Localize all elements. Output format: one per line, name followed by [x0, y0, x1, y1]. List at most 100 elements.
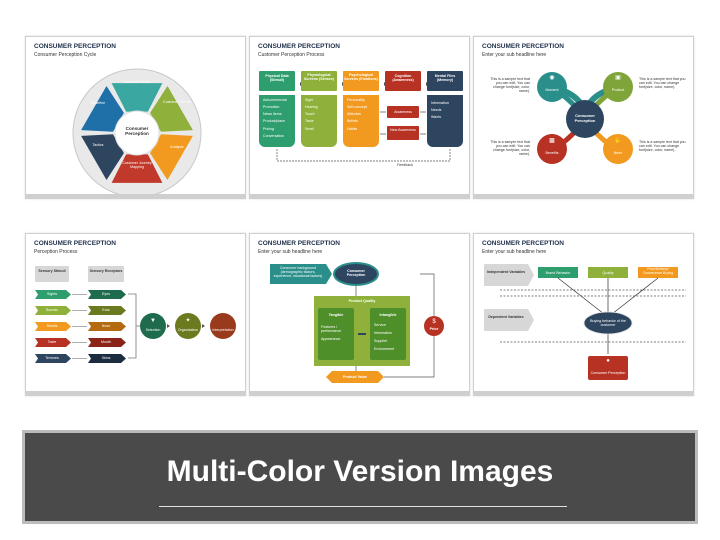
var-price: Price/Delivery/ Convenience Buying	[642, 267, 674, 275]
list-item: Information	[431, 101, 449, 105]
banner-underline	[159, 506, 567, 507]
cycle-segment	[81, 86, 124, 132]
slide-subtitle: Customer Perception Process	[258, 52, 325, 58]
camera-icon: ◉	[549, 75, 555, 81]
network-icon: ✦	[185, 318, 191, 324]
list-item: Attitudes	[347, 112, 361, 117]
header-label: Psychological Screens (Emotions)	[344, 73, 378, 82]
cognition-label: Awareness	[394, 110, 412, 114]
senses-flow	[35, 290, 236, 363]
segment-label-1: Customer Survey	[163, 100, 191, 104]
thumbnail-perception-process[interactable]: CONSUMER PERCEPTION Customer Perception …	[249, 36, 470, 199]
list-item: Needs	[431, 108, 442, 113]
multi-color-banner: Multi-Color Version Images	[22, 430, 698, 524]
thumbnail-perception-senses[interactable]: CONSUMER PERCEPTION Perception Process S…	[25, 233, 246, 396]
cognition-new-awareness	[387, 126, 419, 140]
slide-footer-bar	[250, 194, 469, 198]
cycle-segment	[150, 86, 193, 132]
header-label: Mental Files (Memory)	[434, 74, 456, 83]
chart-icon: ▩	[549, 138, 555, 144]
list-item: Beliefs	[347, 119, 358, 124]
header-receptors	[88, 266, 124, 282]
top-node: Consumer Perception	[346, 269, 366, 278]
intangible-label: Intangible	[379, 313, 397, 317]
list-psychological	[343, 95, 379, 147]
perception-cycle-diagram	[72, 68, 202, 198]
slide-title: CONSUMER PERCEPTION	[482, 240, 564, 247]
list-item: Sight	[305, 98, 314, 102]
header-physiological	[301, 71, 337, 91]
stimulus-label: Sights	[47, 292, 57, 296]
list-item: Touch	[305, 112, 315, 117]
header-label: Cognition (Awareness)	[392, 74, 414, 83]
header-label: Physical Data (Stimuli)	[265, 74, 289, 83]
node-benefits: Benefits	[545, 151, 559, 155]
quality-diagram	[270, 262, 444, 383]
center-node: Consumer Perception	[574, 113, 596, 123]
segment-label-2: Analysis	[170, 145, 184, 149]
slide-subtitle: Enter your sub headline here	[482, 52, 547, 58]
thumbnail-buying-behavior[interactable]: CONSUMER PERCEPTION Enter your sub headl…	[473, 233, 694, 396]
price-label: Price	[429, 327, 439, 331]
box-icon: ▣	[615, 75, 621, 81]
list-item: Habits	[347, 126, 358, 131]
list-item: Product/place	[263, 119, 285, 124]
list-psychological-items: Personality Self-concept Attitudes Belie…	[347, 98, 377, 131]
receptor-arrow	[88, 338, 126, 347]
intangible-item: Supplier	[374, 339, 388, 343]
slide-footer-bar	[474, 391, 693, 395]
receptor-arrow	[88, 354, 126, 363]
list-physiological	[301, 95, 337, 147]
cycle-segment	[150, 134, 193, 180]
receptor-label: Eyes	[102, 292, 110, 296]
team-icon: ●	[606, 358, 610, 364]
filter-icon: ▼	[150, 318, 156, 324]
header-psychological	[343, 71, 379, 91]
stimulus-label: Smells	[46, 324, 58, 328]
thumbnail-product-quality[interactable]: CONSUMER PERCEPTION Enter your sub headl…	[249, 233, 470, 396]
list-item: Personality	[347, 98, 365, 102]
thumbnail-perception-cycle[interactable]: CONSUMER PERCEPTION Consumer Perception …	[25, 36, 246, 199]
sample-text-tl: This is a sample text that you can edit.…	[490, 77, 530, 94]
slide-footer-bar	[26, 194, 245, 198]
header-stimuli-label: Sensory Stimuli	[38, 269, 66, 273]
tangible-item: Features / performance	[321, 325, 342, 334]
thumbnail-perception-nodes[interactable]: CONSUMER PERCEPTION Enter your sub headl…	[473, 36, 694, 199]
hand-icon: ✋	[614, 138, 622, 144]
intangible-item: Information	[374, 331, 392, 335]
stimulus-label: Textures	[45, 356, 59, 360]
segment-label-3: Customer Journey Mapping	[122, 161, 152, 170]
segment-label-5: Redefine	[90, 101, 106, 105]
list-item: Smell	[305, 126, 314, 131]
stimulus-arrow	[35, 354, 71, 363]
perception-node-diagram	[537, 72, 633, 164]
list-physiological-items: Sight Hearing Touch Taste Smell	[305, 98, 335, 131]
list-item: News items	[263, 112, 282, 117]
sample-text-tr: This is a sample text that you can edit.…	[639, 77, 686, 90]
list-item: Promotion	[263, 105, 280, 110]
sample-text-bl: This is a sample text that you can edit.…	[490, 140, 530, 157]
list-item: Hearing	[305, 105, 318, 110]
background-box: Consumer background (demographic factors…	[273, 266, 323, 279]
independent-label: Independent Variables	[486, 270, 526, 274]
intangible-item: Service	[374, 323, 386, 327]
segment-label-4: Tactics	[92, 143, 104, 147]
node-need: Need	[613, 151, 623, 155]
header-mental-files	[427, 71, 463, 91]
list-item: Conversation	[263, 133, 285, 138]
circle-interpretation: Interpretation	[212, 328, 234, 332]
stimulus-arrow	[35, 306, 71, 315]
slide-title: CONSUMER PERCEPTION	[34, 43, 116, 50]
list-item: Wants	[431, 115, 442, 120]
receptor-label: Ears	[102, 308, 110, 312]
header-cognition	[385, 71, 421, 91]
header-physical-data	[259, 71, 295, 91]
slide-footer-bar	[474, 194, 693, 198]
result-node: Consumer Perception	[590, 371, 626, 375]
list-item: Taste	[305, 119, 314, 124]
slide-subtitle: Consumer Perception Cycle	[34, 52, 97, 58]
cognition-label: New Awareness	[390, 128, 416, 132]
slide-title: CONSUMER PERCEPTION	[258, 43, 340, 50]
slide-footer-bar	[26, 391, 245, 395]
slide-subtitle: Enter your sub headline here	[482, 249, 547, 255]
